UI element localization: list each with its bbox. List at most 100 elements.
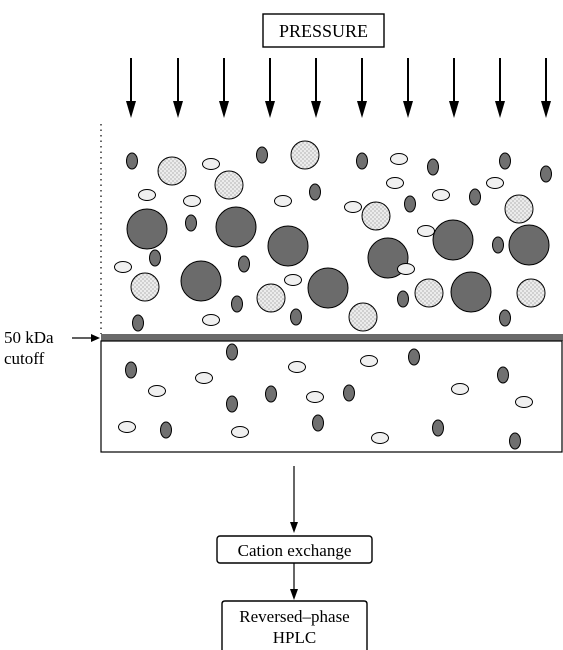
small-dark-ellipse-icon (497, 366, 509, 384)
hplc-label: HPLC (273, 628, 316, 647)
small-dark-ellipse-icon (125, 361, 137, 379)
small-dark-ellipse-icon (499, 152, 511, 170)
small-light-ellipse-icon (386, 177, 404, 189)
large-dark-circle-icon (450, 271, 492, 313)
small-dark-ellipse-icon (427, 158, 439, 176)
cation-exchange-step: Cation exchange (216, 535, 373, 564)
small-dark-ellipse-icon (432, 419, 444, 437)
small-dark-ellipse-icon (185, 214, 197, 232)
pressure-arrow-icon (219, 58, 229, 118)
small-light-ellipse-icon (114, 261, 132, 273)
small-light-ellipse-icon (148, 385, 166, 397)
small-light-ellipse-icon (360, 355, 378, 367)
small-light-ellipse-icon (284, 274, 302, 286)
small-dark-ellipse-icon (132, 314, 144, 332)
small-light-ellipse-icon (183, 195, 201, 207)
flow-arrowhead-1-icon (290, 522, 298, 533)
pressure-arrow-icon (403, 58, 413, 118)
dotted-light-circle-icon (361, 201, 391, 231)
cation-exchange-label: Cation exchange (238, 541, 352, 560)
small-light-ellipse-icon (515, 396, 533, 408)
small-dark-ellipse-icon (160, 421, 172, 439)
small-light-ellipse-icon (118, 421, 136, 433)
small-dark-ellipse-icon (265, 385, 277, 403)
small-light-ellipse-icon (195, 372, 213, 384)
dotted-light-circle-icon (290, 140, 320, 170)
small-light-ellipse-icon (417, 225, 435, 237)
membrane-filter (101, 334, 563, 341)
reversed-phase-label: Reversed–phase (239, 607, 349, 626)
large-dark-circle-icon (126, 208, 168, 250)
small-light-ellipse-icon (306, 391, 324, 403)
pressure-arrow-icon (495, 58, 505, 118)
small-dark-ellipse-icon (499, 309, 511, 327)
small-light-ellipse-icon (371, 432, 389, 444)
small-light-ellipse-icon (432, 189, 450, 201)
pressure-arrow-icon (311, 58, 321, 118)
small-dark-ellipse-icon (226, 395, 238, 413)
pressure-arrow-icon (265, 58, 275, 118)
small-light-ellipse-icon (202, 158, 220, 170)
small-dark-ellipse-icon (256, 146, 268, 164)
small-dark-ellipse-icon (404, 195, 416, 213)
small-dark-ellipse-icon (397, 290, 409, 308)
filtrate-particles (118, 343, 533, 450)
dotted-light-circle-icon (504, 194, 534, 224)
small-light-ellipse-icon (274, 195, 292, 207)
large-dark-circle-icon (432, 219, 474, 261)
cutoff-arrowhead-icon (91, 334, 100, 342)
small-light-ellipse-icon (397, 263, 415, 275)
dotted-light-circle-icon (256, 283, 286, 313)
pressure-arrow-icon (126, 58, 136, 118)
small-light-ellipse-icon (231, 426, 249, 438)
small-dark-ellipse-icon (290, 308, 302, 326)
dotted-light-circle-icon (130, 272, 160, 302)
dotted-light-circle-icon (214, 170, 244, 200)
cutoff-label-line1: 50 kDa (4, 328, 54, 347)
small-light-ellipse-icon (451, 383, 469, 395)
small-dark-ellipse-icon (356, 152, 368, 170)
dotted-light-circle-icon (157, 156, 187, 186)
small-light-ellipse-icon (486, 177, 504, 189)
pressure-arrow-icon (541, 58, 551, 118)
small-dark-ellipse-icon (312, 414, 324, 432)
membrane-cutoff-label: 50 kDa cutoff (4, 328, 100, 368)
dotted-light-circle-icon (516, 278, 546, 308)
small-light-ellipse-icon (390, 153, 408, 165)
small-dark-ellipse-icon (226, 343, 238, 361)
small-dark-ellipse-icon (309, 183, 321, 201)
small-dark-ellipse-icon (469, 188, 481, 206)
large-dark-circle-icon (180, 260, 222, 302)
pressure-arrow-icon (173, 58, 183, 118)
large-dark-circle-icon (307, 267, 349, 309)
small-dark-ellipse-icon (343, 384, 355, 402)
small-dark-ellipse-icon (126, 152, 138, 170)
small-dark-ellipse-icon (149, 249, 161, 267)
small-dark-ellipse-icon (509, 432, 521, 450)
small-light-ellipse-icon (138, 189, 156, 201)
dotted-light-circle-icon (414, 278, 444, 308)
small-dark-ellipse-icon (408, 348, 420, 366)
large-dark-circle-icon (267, 225, 309, 267)
filtrate-chamber (100, 340, 563, 453)
small-dark-ellipse-icon (540, 165, 552, 183)
small-light-ellipse-icon (344, 201, 362, 213)
pressure-arrow-icon (357, 58, 367, 118)
pressure-arrow-icon (449, 58, 459, 118)
small-dark-ellipse-icon (238, 255, 250, 273)
small-dark-ellipse-icon (492, 236, 504, 254)
flow-arrowhead-2-icon (290, 589, 298, 600)
pressure-arrows (126, 58, 551, 118)
pressure-label-box: PRESSURE (262, 13, 385, 48)
large-dark-circle-icon (215, 206, 257, 248)
pressure-label: PRESSURE (279, 21, 368, 41)
retained-particles (114, 140, 552, 332)
small-light-ellipse-icon (288, 361, 306, 373)
small-dark-ellipse-icon (231, 295, 243, 313)
dotted-light-circle-icon (348, 302, 378, 332)
large-dark-circle-icon (508, 224, 550, 266)
small-light-ellipse-icon (202, 314, 220, 326)
cutoff-label-line2: cutoff (4, 349, 45, 368)
reversed-phase-hplc-step: Reversed–phase HPLC (221, 600, 368, 650)
